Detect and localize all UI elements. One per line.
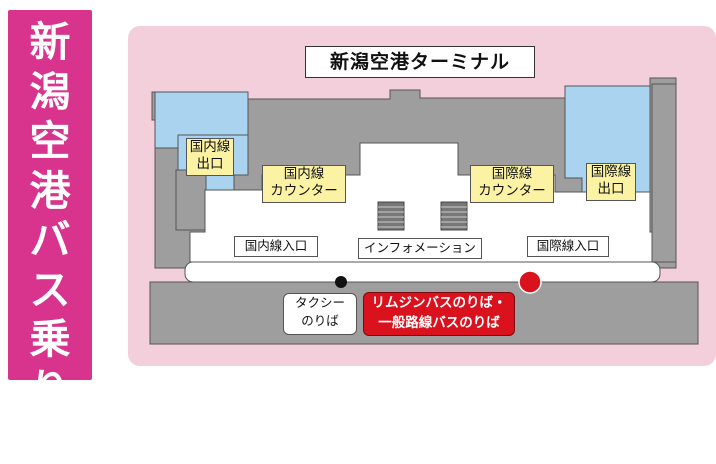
intl-counter-label: 国際線 カウンター — [470, 165, 554, 203]
label-line: タクシー — [294, 295, 345, 310]
title-char: 港 — [29, 166, 71, 215]
black-dot-icon — [335, 276, 347, 288]
domestic-counter-label: 国内線 カウンター — [262, 165, 346, 203]
label-line: のりば — [301, 313, 339, 328]
red-dot-icon — [518, 270, 542, 294]
terminal-title: 新潟空港ターミナル — [305, 46, 535, 78]
title-char: ス — [29, 265, 71, 314]
sidewalk — [184, 261, 661, 283]
title-char: バ — [29, 216, 71, 264]
stairs-icon — [377, 201, 405, 231]
title-char: 場 — [29, 414, 71, 462]
title-char: 空 — [29, 117, 71, 165]
taxi-stop-label: タクシー のりば — [283, 293, 357, 335]
information-label: インフォメーション — [358, 238, 482, 259]
intl-entrance-label: 国際線入口 — [527, 236, 609, 257]
domestic-entrance-label: 国内線入口 — [234, 236, 318, 257]
label-line: カウンター — [270, 183, 338, 199]
label-line: カウンター — [478, 183, 546, 199]
label-line: 一般路線バスのりば — [378, 315, 500, 331]
stairs-icon — [440, 201, 468, 231]
label-line: 国内線 — [283, 166, 325, 182]
intl-exit-label: 国際線 出口 — [586, 163, 636, 201]
airport-bus-map: 新 潟 空 港 バ ス 乗 り 場 — [8, 10, 716, 380]
label-line: リムジンバスのりば・ — [371, 295, 507, 311]
label-line: 出口 — [597, 181, 625, 197]
label-line: 国内線 — [189, 139, 231, 155]
title-char: 新 — [29, 18, 71, 66]
title-char: 潟 — [29, 67, 71, 116]
domestic-exit-label: 国内線 出口 — [186, 138, 234, 176]
label-line: 国際線 — [590, 164, 632, 180]
left-pillar — [175, 169, 207, 231]
right-pillar — [651, 83, 677, 263]
label-line: 出口 — [196, 156, 224, 172]
label-line: 国際線 — [491, 166, 533, 182]
bus-stop-label: リムジンバスのりば・ 一般路線バスのりば — [363, 292, 515, 336]
title-char: 乗 — [29, 315, 71, 363]
